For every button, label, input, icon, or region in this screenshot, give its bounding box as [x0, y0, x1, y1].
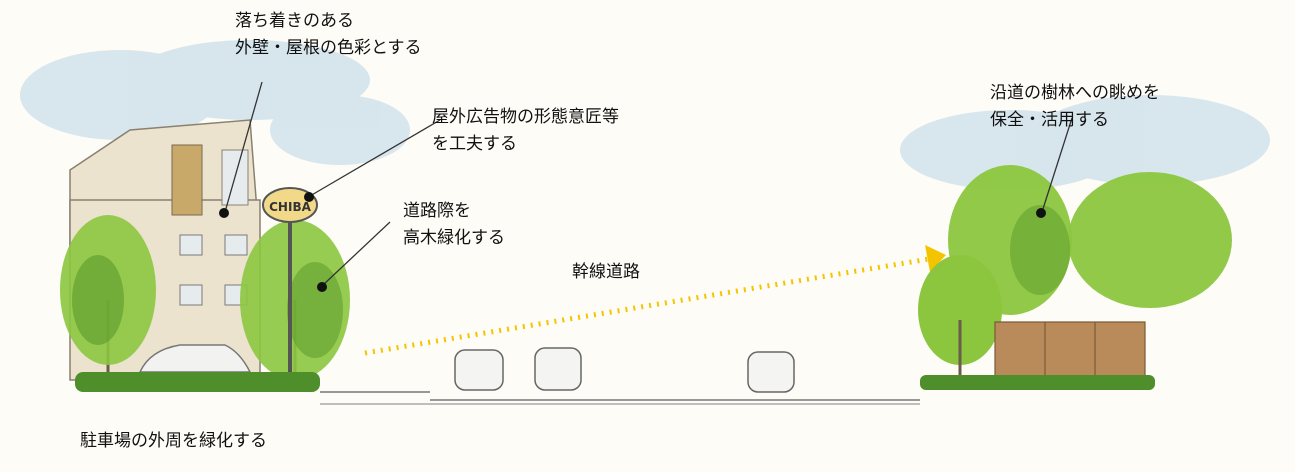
label-roadside-line-1: 道路際を: [403, 201, 471, 221]
label-roadside-line-2: 高木緑化する: [403, 228, 505, 248]
label-arterial-road-line-1: 幹線道路: [572, 262, 640, 282]
sky-wash: [20, 40, 1270, 190]
label-signage-line-1: 屋外広告物の形態意匠等: [432, 107, 619, 127]
leader-lines: [224, 81, 1073, 286]
leader-dots: [219, 192, 1046, 292]
label-signage-design: 屋外広告物の形態意匠等 を工夫する: [432, 104, 619, 158]
road: [320, 391, 920, 405]
road-cars: [454, 347, 795, 393]
label-forest-view: 沿道の樹林への眺めを 保全・活用する: [990, 80, 1160, 134]
hedge-left: [75, 372, 320, 392]
arrowhead: [925, 245, 946, 272]
sign-pole: [262, 187, 318, 390]
label-forest-view-line-2: 保全・活用する: [990, 110, 1109, 130]
label-facade-color: 落ち着きのある 外壁・屋根の色彩とする: [235, 8, 422, 62]
label-arterial-road: 幹線道路: [572, 259, 640, 286]
hedge-right: [920, 375, 1155, 390]
right-trees: [918, 165, 1232, 390]
label-facade-line-2: 外壁・屋根の色彩とする: [235, 38, 422, 58]
label-roadside-greening: 道路際を 高木緑化する: [403, 198, 505, 252]
label-facade-line-1: 落ち着きのある: [235, 11, 354, 31]
parked-car: [138, 344, 252, 373]
label-signage-line-2: を工夫する: [432, 134, 517, 154]
sign-text: CHIBA: [269, 200, 311, 214]
label-forest-view-line-1: 沿道の樹林への眺めを: [990, 83, 1160, 103]
label-parking-line-1: 駐車場の外周を緑化する: [80, 431, 267, 451]
left-trees: [60, 215, 350, 385]
sightline-arrow: [364, 255, 936, 356]
wooden-fence: [994, 321, 1146, 383]
label-parking-greening: 駐車場の外周を緑化する: [80, 428, 267, 455]
